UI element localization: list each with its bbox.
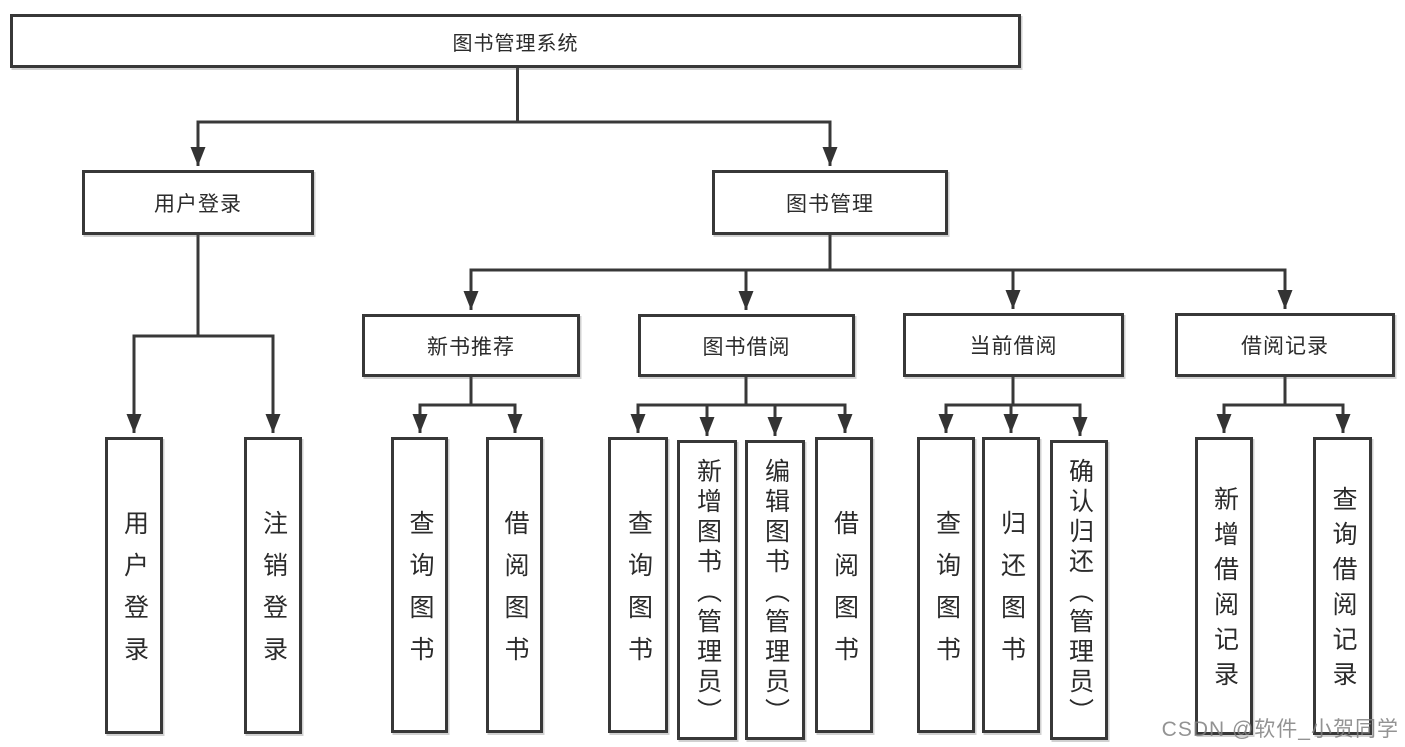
leaf-add-books-admin: 新增图书（管理员）: [677, 440, 737, 740]
watermark: CSDN @软件_小贺同学: [1161, 718, 1399, 741]
node-current-borrowing: 当前借阅: [903, 313, 1124, 377]
node-root: 图书管理系统: [10, 14, 1021, 68]
leaf-confirm-return-admin-label: 确认归还（管理员）: [1065, 457, 1094, 728]
leaf-edit-books-admin-label: 编辑图书（管理员）: [761, 457, 790, 728]
leaf-query-books-borrowing: 查询图书: [608, 437, 668, 733]
leaf-add-books-admin-label: 新增图书（管理员）: [693, 457, 722, 728]
leaf-query-borrow-record-label: 查询借阅记录: [1329, 486, 1357, 696]
node-book-borrowing-label: 图书借阅: [702, 335, 791, 359]
leaf-add-borrow-record-label: 新增借阅记录: [1210, 486, 1239, 696]
leaf-return-books-label: 归还图书: [997, 509, 1026, 678]
node-new-book-recommendation-label: 新书推荐: [427, 335, 515, 359]
leaf-logout-label: 注销登录: [259, 510, 288, 678]
leaf-query-books-recommend: 查询图书: [391, 437, 448, 733]
leaf-query-books-current-label: 查询图书: [932, 509, 961, 678]
leaf-query-borrow-record: 查询借阅记录: [1313, 437, 1372, 735]
node-book-borrowing: 图书借阅: [638, 314, 855, 377]
leaf-user-login-label: 用户登录: [120, 510, 149, 678]
leaf-borrow-books-recommend-label: 借阅图书: [501, 509, 529, 678]
node-current-borrowing-label: 当前借阅: [969, 335, 1058, 358]
node-borrowing-records: 借阅记录: [1175, 313, 1395, 377]
leaf-query-books-current: 查询图书: [917, 437, 975, 733]
leaf-logout: 注销登录: [244, 437, 302, 734]
leaf-query-books-recommend-label: 查询图书: [406, 509, 434, 678]
node-root-label: 图书管理系统: [452, 32, 579, 55]
leaf-add-borrow-record: 新增借阅记录: [1195, 437, 1253, 735]
node-user-login: 用户登录: [82, 170, 314, 235]
leaf-query-books-borrowing-label: 查询图书: [624, 509, 653, 678]
node-user-login-label: 用户登录: [154, 192, 242, 216]
node-book-management: 图书管理: [712, 170, 948, 235]
leaf-borrow-books-recommend: 借阅图书: [486, 437, 543, 733]
leaf-confirm-return-admin: 确认归还（管理员）: [1050, 440, 1108, 740]
leaf-user-login: 用户登录: [105, 437, 163, 734]
leaf-return-books: 归还图书: [982, 437, 1040, 733]
leaf-borrow-books-borrowing: 借阅图书: [815, 437, 873, 733]
node-book-management-label: 图书管理: [786, 192, 874, 216]
leaf-edit-books-admin: 编辑图书（管理员）: [745, 440, 805, 740]
node-new-book-recommendation: 新书推荐: [362, 314, 580, 377]
node-borrowing-records-label: 借阅记录: [1241, 335, 1329, 358]
leaf-borrow-books-borrowing-label: 借阅图书: [830, 509, 859, 678]
